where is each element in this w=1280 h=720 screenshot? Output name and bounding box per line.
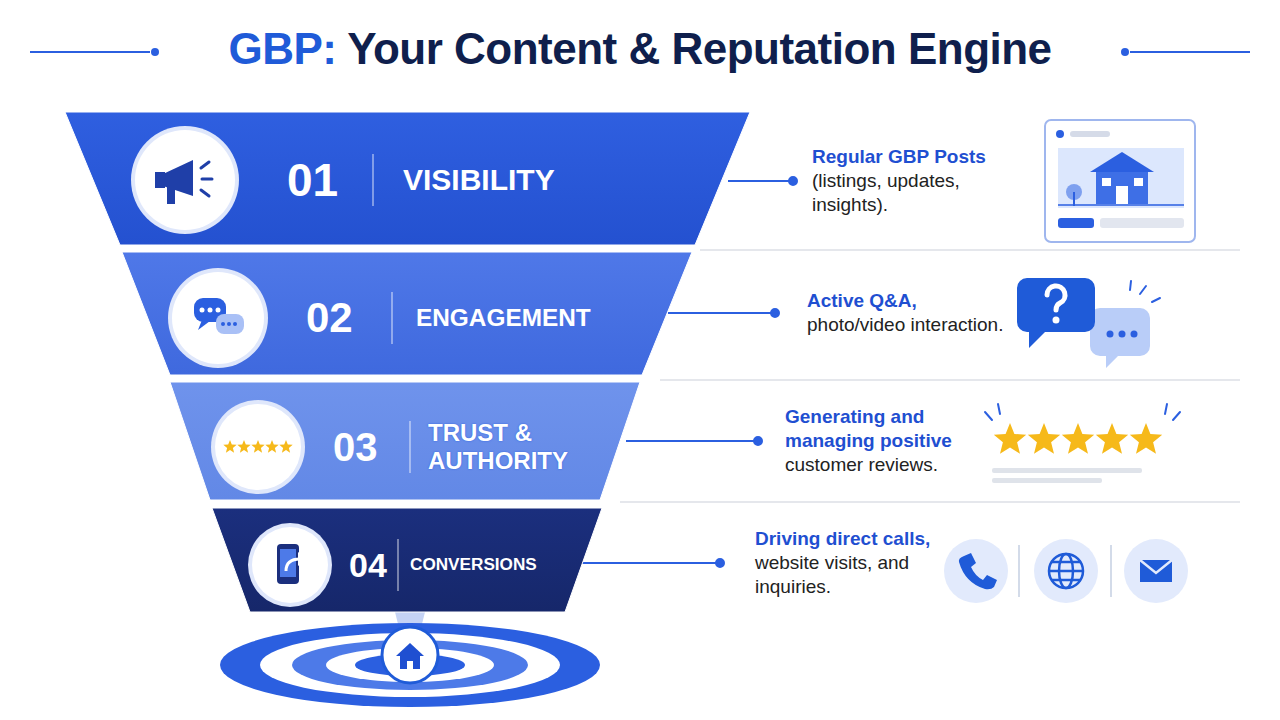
step-number: 03 [333, 425, 378, 470]
title-rule [30, 51, 150, 53]
band-shape [25, 112, 754, 255]
band-icon [223, 440, 292, 453]
band-fill [212, 508, 602, 612]
icon-circle [215, 404, 301, 490]
step-number: 01 [287, 153, 338, 207]
funnel-band: 02 ENGAGEMENT [82, 252, 696, 385]
divider [391, 292, 393, 344]
icon-ring [168, 268, 268, 368]
divider [397, 539, 399, 591]
title-rule [1130, 51, 1250, 53]
description-heading: Driving direct calls, [755, 528, 930, 549]
icon-ring [248, 523, 332, 607]
icon-ring [211, 400, 305, 494]
step-number: 04 [349, 546, 387, 585]
icon-ring [131, 126, 239, 234]
description: Driving direct calls, website visits, an… [755, 527, 955, 599]
target [220, 612, 600, 707]
icon-circle [172, 272, 264, 364]
band-icon [155, 160, 212, 204]
star-rating-icon [985, 404, 1180, 483]
description-body: customer reviews. [785, 454, 938, 475]
star [994, 423, 1026, 454]
title: GBP: Your Content & Reputation Engine [0, 24, 1280, 74]
divider [372, 154, 374, 206]
description: Generating and managing positive custome… [785, 405, 985, 477]
funnel-band: 04 CONVERSIONS [172, 508, 606, 622]
title-dot [1121, 48, 1129, 56]
icon-circle [135, 130, 235, 230]
band-icon [194, 298, 244, 334]
step-number: 02 [306, 294, 353, 342]
description: Active Q&A, photo/video interaction. [807, 289, 1007, 337]
step-label: CONVERSIONS [410, 555, 580, 575]
listing-card-icon [1045, 120, 1195, 242]
contact-icons [944, 539, 1188, 603]
description-heading: Generating and managing positive [785, 406, 952, 451]
band-shape [172, 508, 606, 622]
qa-bubbles-icon [1017, 278, 1160, 368]
star [1062, 423, 1094, 454]
band-shape [82, 252, 696, 385]
star [1096, 423, 1128, 454]
row-separators [620, 250, 1240, 502]
funnel-band: 03 TRUST & AUTHORITY [130, 382, 644, 510]
description-heading: Regular GBP Posts [812, 146, 986, 167]
band-fill [170, 382, 640, 500]
star [1130, 423, 1162, 454]
divider [409, 421, 411, 473]
step-label: TRUST & AUTHORITY [428, 419, 588, 474]
band-icon [277, 544, 307, 584]
step-label: ENGAGEMENT [416, 304, 656, 332]
description-heading: Active Q&A, [807, 290, 917, 311]
step-label: VISIBILITY [403, 163, 703, 198]
funnel-band: 01 VISIBILITY [25, 112, 754, 255]
description-body: (listings, updates, insights). [812, 170, 960, 215]
star [1028, 423, 1060, 454]
description-body: photo/video interaction. [807, 314, 1003, 335]
icon-circle [252, 527, 328, 603]
band-fill [122, 252, 692, 375]
band-fill [65, 112, 750, 245]
band-shape [130, 382, 644, 510]
description: Regular GBP Posts (listings, updates, in… [812, 145, 1012, 217]
title-dot [151, 48, 159, 56]
description-body: website visits, and inquiries. [755, 552, 909, 597]
